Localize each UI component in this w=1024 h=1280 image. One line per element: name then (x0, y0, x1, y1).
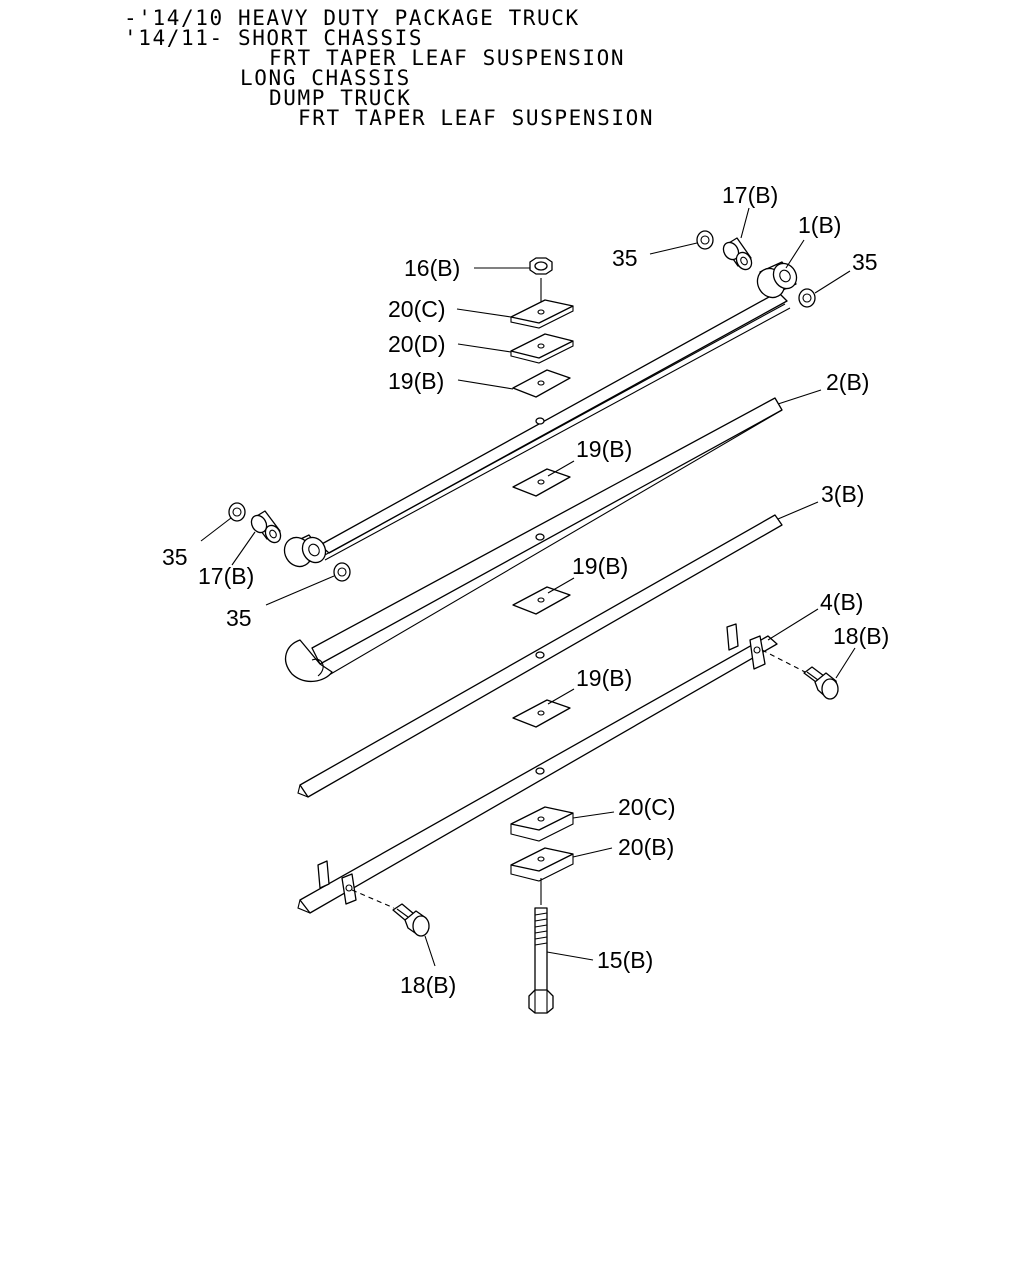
callout-18b-right: 18(B) (833, 623, 889, 649)
leaf-4-clip-right (726, 623, 766, 670)
leaf-2 (284, 397, 783, 682)
leaf-4-clip-left (317, 860, 357, 905)
callout-19b-4: 19(B) (576, 665, 632, 691)
header-line-4: LONG CHASSIS (240, 66, 411, 90)
nut-16b (529, 257, 553, 305)
washer-35-left (228, 502, 246, 522)
callout-17b-top: 17(B) (722, 182, 778, 208)
washer-35-top-right (798, 288, 816, 308)
leaf-1-left-eye (283, 534, 327, 568)
leaf-2-center-hole (535, 533, 545, 541)
plate-20c-bottom (510, 806, 574, 842)
callout-16b: 16(B) (404, 255, 460, 281)
leader-lines (200, 207, 856, 967)
plate-20c-top (510, 299, 574, 329)
plate-19b-1 (512, 369, 571, 398)
plate-19b-4 (512, 699, 571, 728)
callout-35-top-right: 35 (852, 249, 878, 275)
callout-19b-3: 19(B) (572, 553, 628, 579)
bushing-17b-left (250, 510, 282, 544)
callout-20d: 20(D) (388, 331, 446, 357)
callout-35-top-left: 35 (612, 245, 638, 271)
bushing-17b-top (722, 237, 753, 271)
bolt-18b-left (351, 889, 430, 937)
washer-35-top-left (696, 230, 714, 250)
leaf-4-center-hole (535, 767, 545, 775)
center-bolt-15b (528, 878, 554, 1014)
leaf-1-right-eye (756, 261, 798, 299)
callout-19b-2: 19(B) (576, 436, 632, 462)
callout-2b: 2(B) (826, 369, 869, 395)
callout-1b: 1(B) (798, 212, 841, 238)
callout-15b: 15(B) (597, 947, 653, 973)
callout-17b-left: 17(B) (198, 563, 254, 589)
plate-20b (510, 847, 574, 882)
callout-18b-bottom: 18(B) (400, 972, 456, 998)
leaf-3 (297, 514, 783, 798)
plate-19b-3 (512, 586, 571, 615)
callout-20c-bottom: 20(C) (618, 794, 676, 820)
leaf-1-main (283, 261, 798, 568)
leaf-1-center-hole (535, 417, 545, 425)
callout-4b: 4(B) (820, 589, 863, 615)
header-line-2: '14/11- SHORT CHASSIS (124, 26, 424, 50)
diagram-header: -'14/10 HEAVY DUTY PACKAGE TRUCK '14/11-… (0, 0, 1024, 140)
callout-3b: 3(B) (821, 481, 864, 507)
leaf-4 (297, 623, 778, 914)
callout-20c-top: 20(C) (388, 296, 446, 322)
header-line-1: -'14/10 HEAVY DUTY PACKAGE TRUCK (124, 6, 580, 30)
header-line-3: FRT TAPER LEAF SUSPENSION (269, 46, 626, 70)
plate-20d (510, 333, 574, 364)
leaf-3-center-hole (535, 651, 545, 659)
plate-19b-2 (512, 468, 571, 497)
callout-35-bottom: 35 (226, 605, 252, 631)
callout-20b: 20(B) (618, 834, 674, 860)
callout-labels: 17(B) 1(B) 35 35 16(B) 20(C) 20(D) 19(B)… (162, 182, 889, 998)
washer-35-bottom (333, 562, 351, 582)
header-line-6: FRT TAPER LEAF SUSPENSION (298, 106, 655, 130)
callout-35-left: 35 (162, 544, 188, 570)
callout-19b-1: 19(B) (388, 368, 444, 394)
header-line-5: DUMP TRUCK (269, 86, 412, 110)
bolt-18b-right (761, 649, 839, 700)
